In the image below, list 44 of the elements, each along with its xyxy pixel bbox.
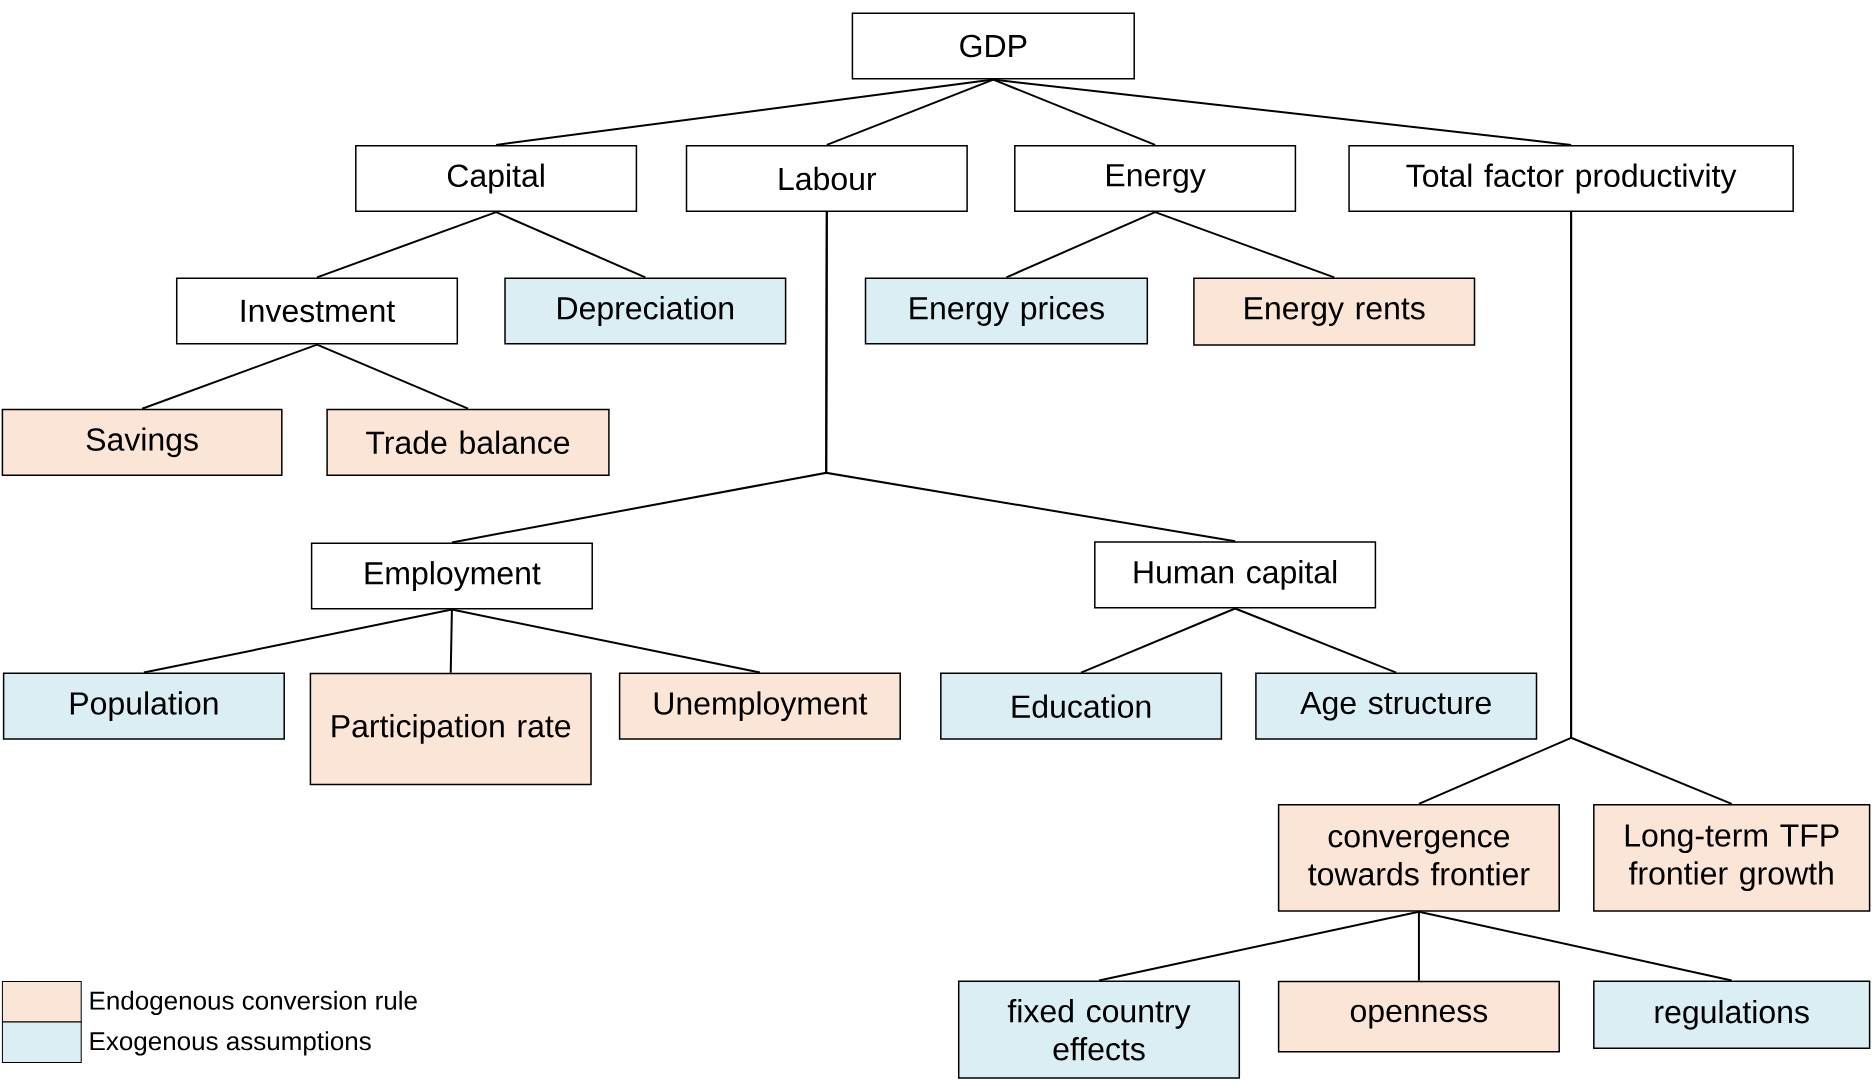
connector-line (449, 608, 453, 674)
box: Investment (175, 277, 459, 345)
connector-line (1234, 607, 1398, 674)
box: regulations (1593, 980, 1871, 1049)
box: Energy (1014, 144, 1297, 213)
connector-line (1005, 211, 1157, 279)
connector-line (1417, 910, 1733, 982)
connector-line (825, 78, 995, 146)
box: Long-term TFP frontier growth (1593, 803, 1871, 912)
box: Trade balance (326, 408, 610, 476)
box: Depreciation (504, 277, 787, 345)
box: fixed country effects (957, 980, 1241, 1079)
box: Education (940, 672, 1223, 740)
connector-line (1570, 211, 1733, 805)
box: Energy prices (864, 277, 1149, 345)
legend-label: Endogenous conversion rule (90, 990, 417, 1015)
box: Capital (355, 144, 638, 213)
box: Savings (1, 408, 283, 476)
box: Energy rents (1193, 277, 1476, 346)
box: Age structure (1255, 672, 1538, 740)
box: Labour (685, 144, 968, 213)
connector-line (992, 78, 1157, 146)
connector-line (1098, 910, 1420, 982)
legend-label: Exogenous assumptions (90, 1031, 371, 1056)
box: openness (1277, 980, 1560, 1053)
connector-line (992, 78, 1573, 146)
connector-line (495, 211, 647, 279)
connector-line (316, 211, 498, 279)
box: Total factor productivity (1348, 144, 1794, 213)
connector-line (825, 211, 1237, 543)
connector-line (1080, 607, 1237, 674)
connector-line (1154, 211, 1336, 279)
box: Unemployment (618, 672, 901, 740)
box: Employment (310, 542, 593, 610)
connector-line (141, 343, 318, 410)
connector-line (1417, 910, 1420, 982)
box: Human capital (1094, 541, 1377, 609)
box: Participation rate (309, 672, 592, 786)
box: Population (2, 672, 285, 740)
connector-line (450, 608, 761, 674)
connector-line (142, 608, 453, 674)
connector-line (316, 343, 469, 410)
box: GDP (851, 12, 1135, 80)
box: convergence towards frontier (1277, 803, 1560, 912)
